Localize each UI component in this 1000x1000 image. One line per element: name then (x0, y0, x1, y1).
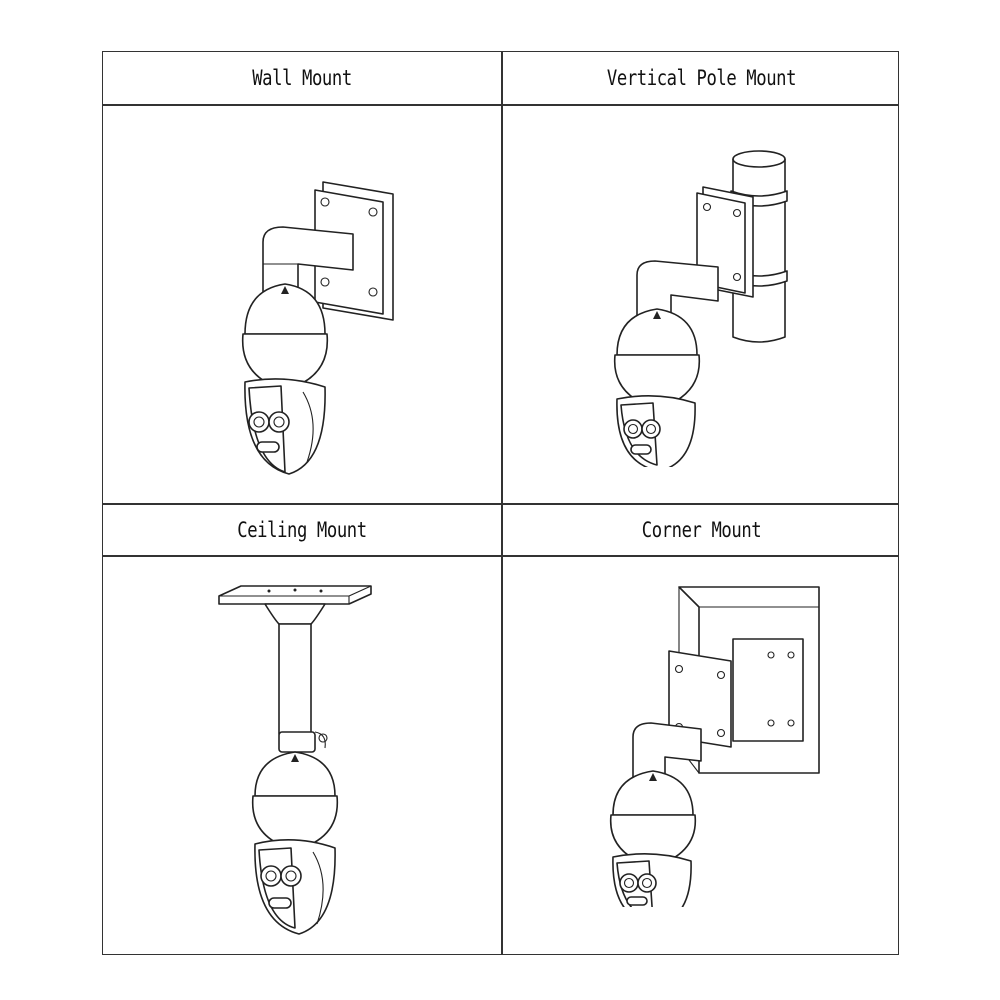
row-divider-3 (103, 555, 898, 557)
ceiling-mount-illustration (218, 585, 372, 935)
row-divider-1 (103, 104, 898, 106)
corner-mount-illustration (609, 586, 820, 907)
corner-mount-title: Corner Mount (641, 518, 762, 542)
vertical-pole-mount-title: Vertical Pole Mount (606, 66, 797, 90)
wall-mount-illustration (241, 181, 394, 475)
row-divider-2 (103, 503, 898, 505)
vertical-pole-mount-illustration (613, 150, 788, 467)
wall-mount-title: Wall Mount (252, 66, 352, 90)
ceiling-mount-title: Ceiling Mount (237, 518, 367, 542)
mount-options-table: Wall Mount Vertical Pole Mount Ceiling M… (102, 51, 899, 955)
